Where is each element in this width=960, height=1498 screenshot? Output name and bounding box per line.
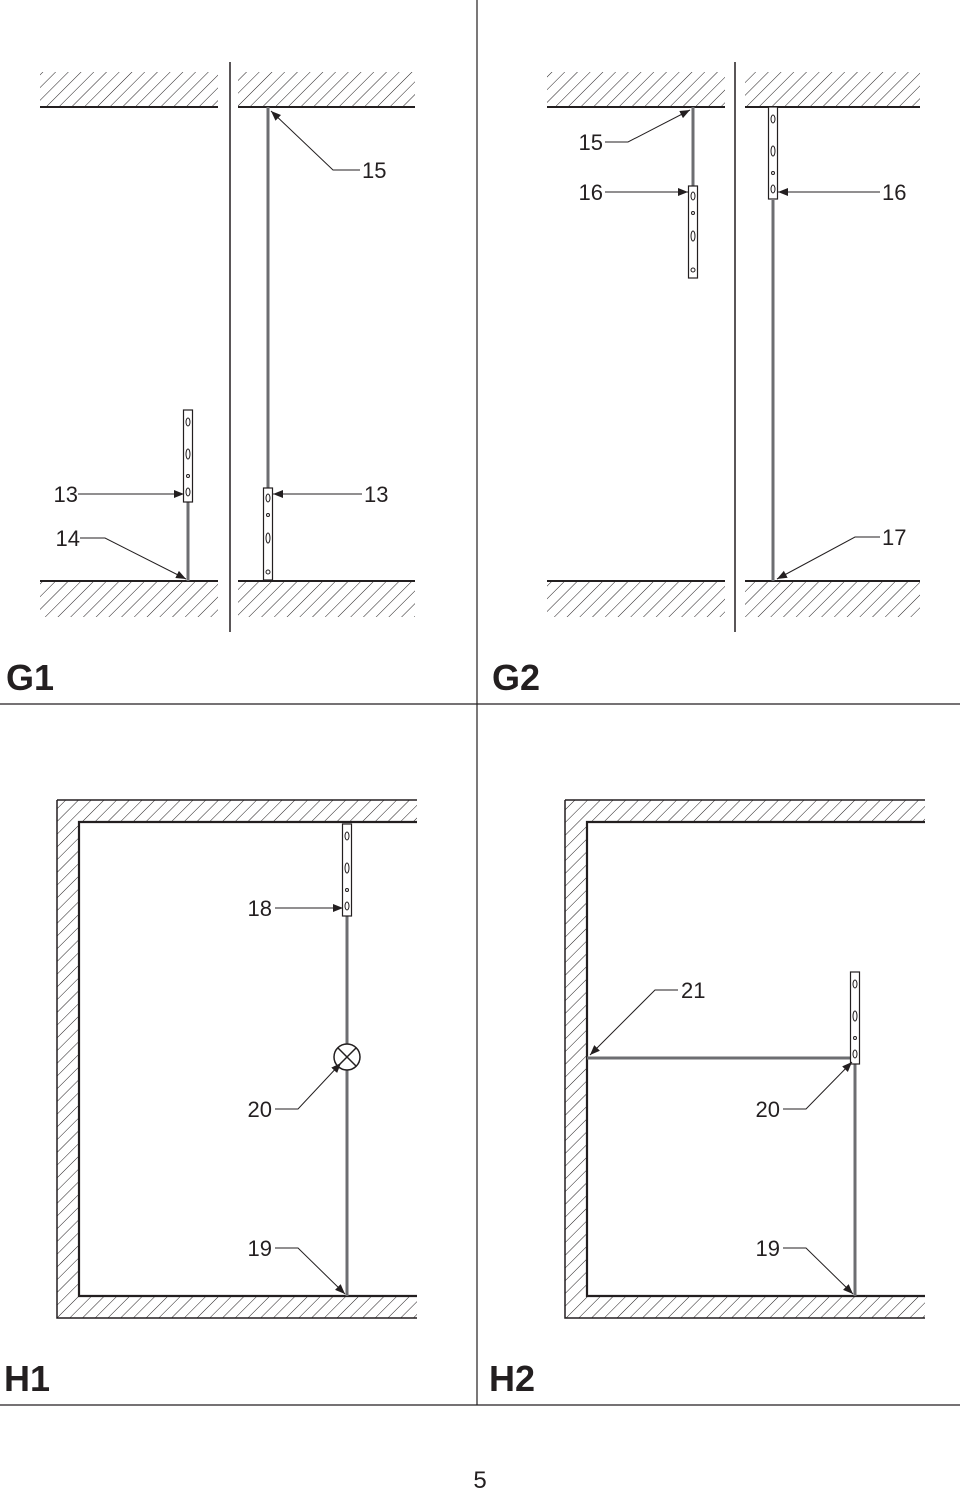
label-18: 18 [248,896,272,921]
panel-title: G1 [6,657,54,698]
label-19: 19 [248,1236,272,1261]
leader-20 [275,1062,342,1110]
label-16: 16 [882,180,906,205]
label-15: 15 [362,158,386,183]
label-20: 20 [756,1097,780,1122]
panel-g1: 13 14 15 13 G1 [6,62,415,698]
leader-19 [783,1247,854,1295]
wall-section-hatch [57,800,417,1318]
label-17: 17 [882,525,906,550]
leader-15 [270,110,360,171]
ceiling-hatch [547,72,725,107]
panel-title: H1 [4,1358,50,1399]
leader-14 [80,537,187,580]
panel-title: G2 [492,657,540,698]
ceiling-hatch [40,72,218,107]
floor-hatch [40,581,218,617]
floor-hatch [547,581,725,617]
bracket [687,185,699,279]
panel-h2: 21 20 19 H2 [489,799,925,1399]
leader-17 [776,536,880,580]
page-number: 5 [473,1467,486,1493]
bracket [767,106,779,200]
ceiling-hatch [238,72,415,107]
floor-hatch [745,581,920,617]
page-grid [0,0,960,1406]
label-15: 15 [579,130,603,155]
bracket [341,823,353,917]
wall-outer-line [564,799,925,1319]
leader-20 [783,1061,853,1110]
leader-21 [589,989,678,1056]
panel-h1: 18 20 19 H1 [4,799,417,1399]
panel-g2: 15 16 16 17 G2 [492,62,920,698]
label-13: 13 [54,482,78,507]
wall-bracket [182,409,194,503]
label-16: 16 [579,180,603,205]
label-13: 13 [364,482,388,507]
leader-15 [605,109,691,143]
leader-19 [275,1247,346,1295]
label-14: 14 [56,526,80,551]
floor-hatch [238,581,415,617]
ceiling-hatch [745,72,920,107]
label-21: 21 [681,978,705,1003]
wall-outer-line [56,799,417,1319]
floor-bracket [262,487,274,581]
bracket [849,971,861,1065]
wall-inner-line [77,820,417,1298]
label-20: 20 [248,1097,272,1122]
label-19: 19 [756,1236,780,1261]
panel-title: H2 [489,1358,535,1399]
